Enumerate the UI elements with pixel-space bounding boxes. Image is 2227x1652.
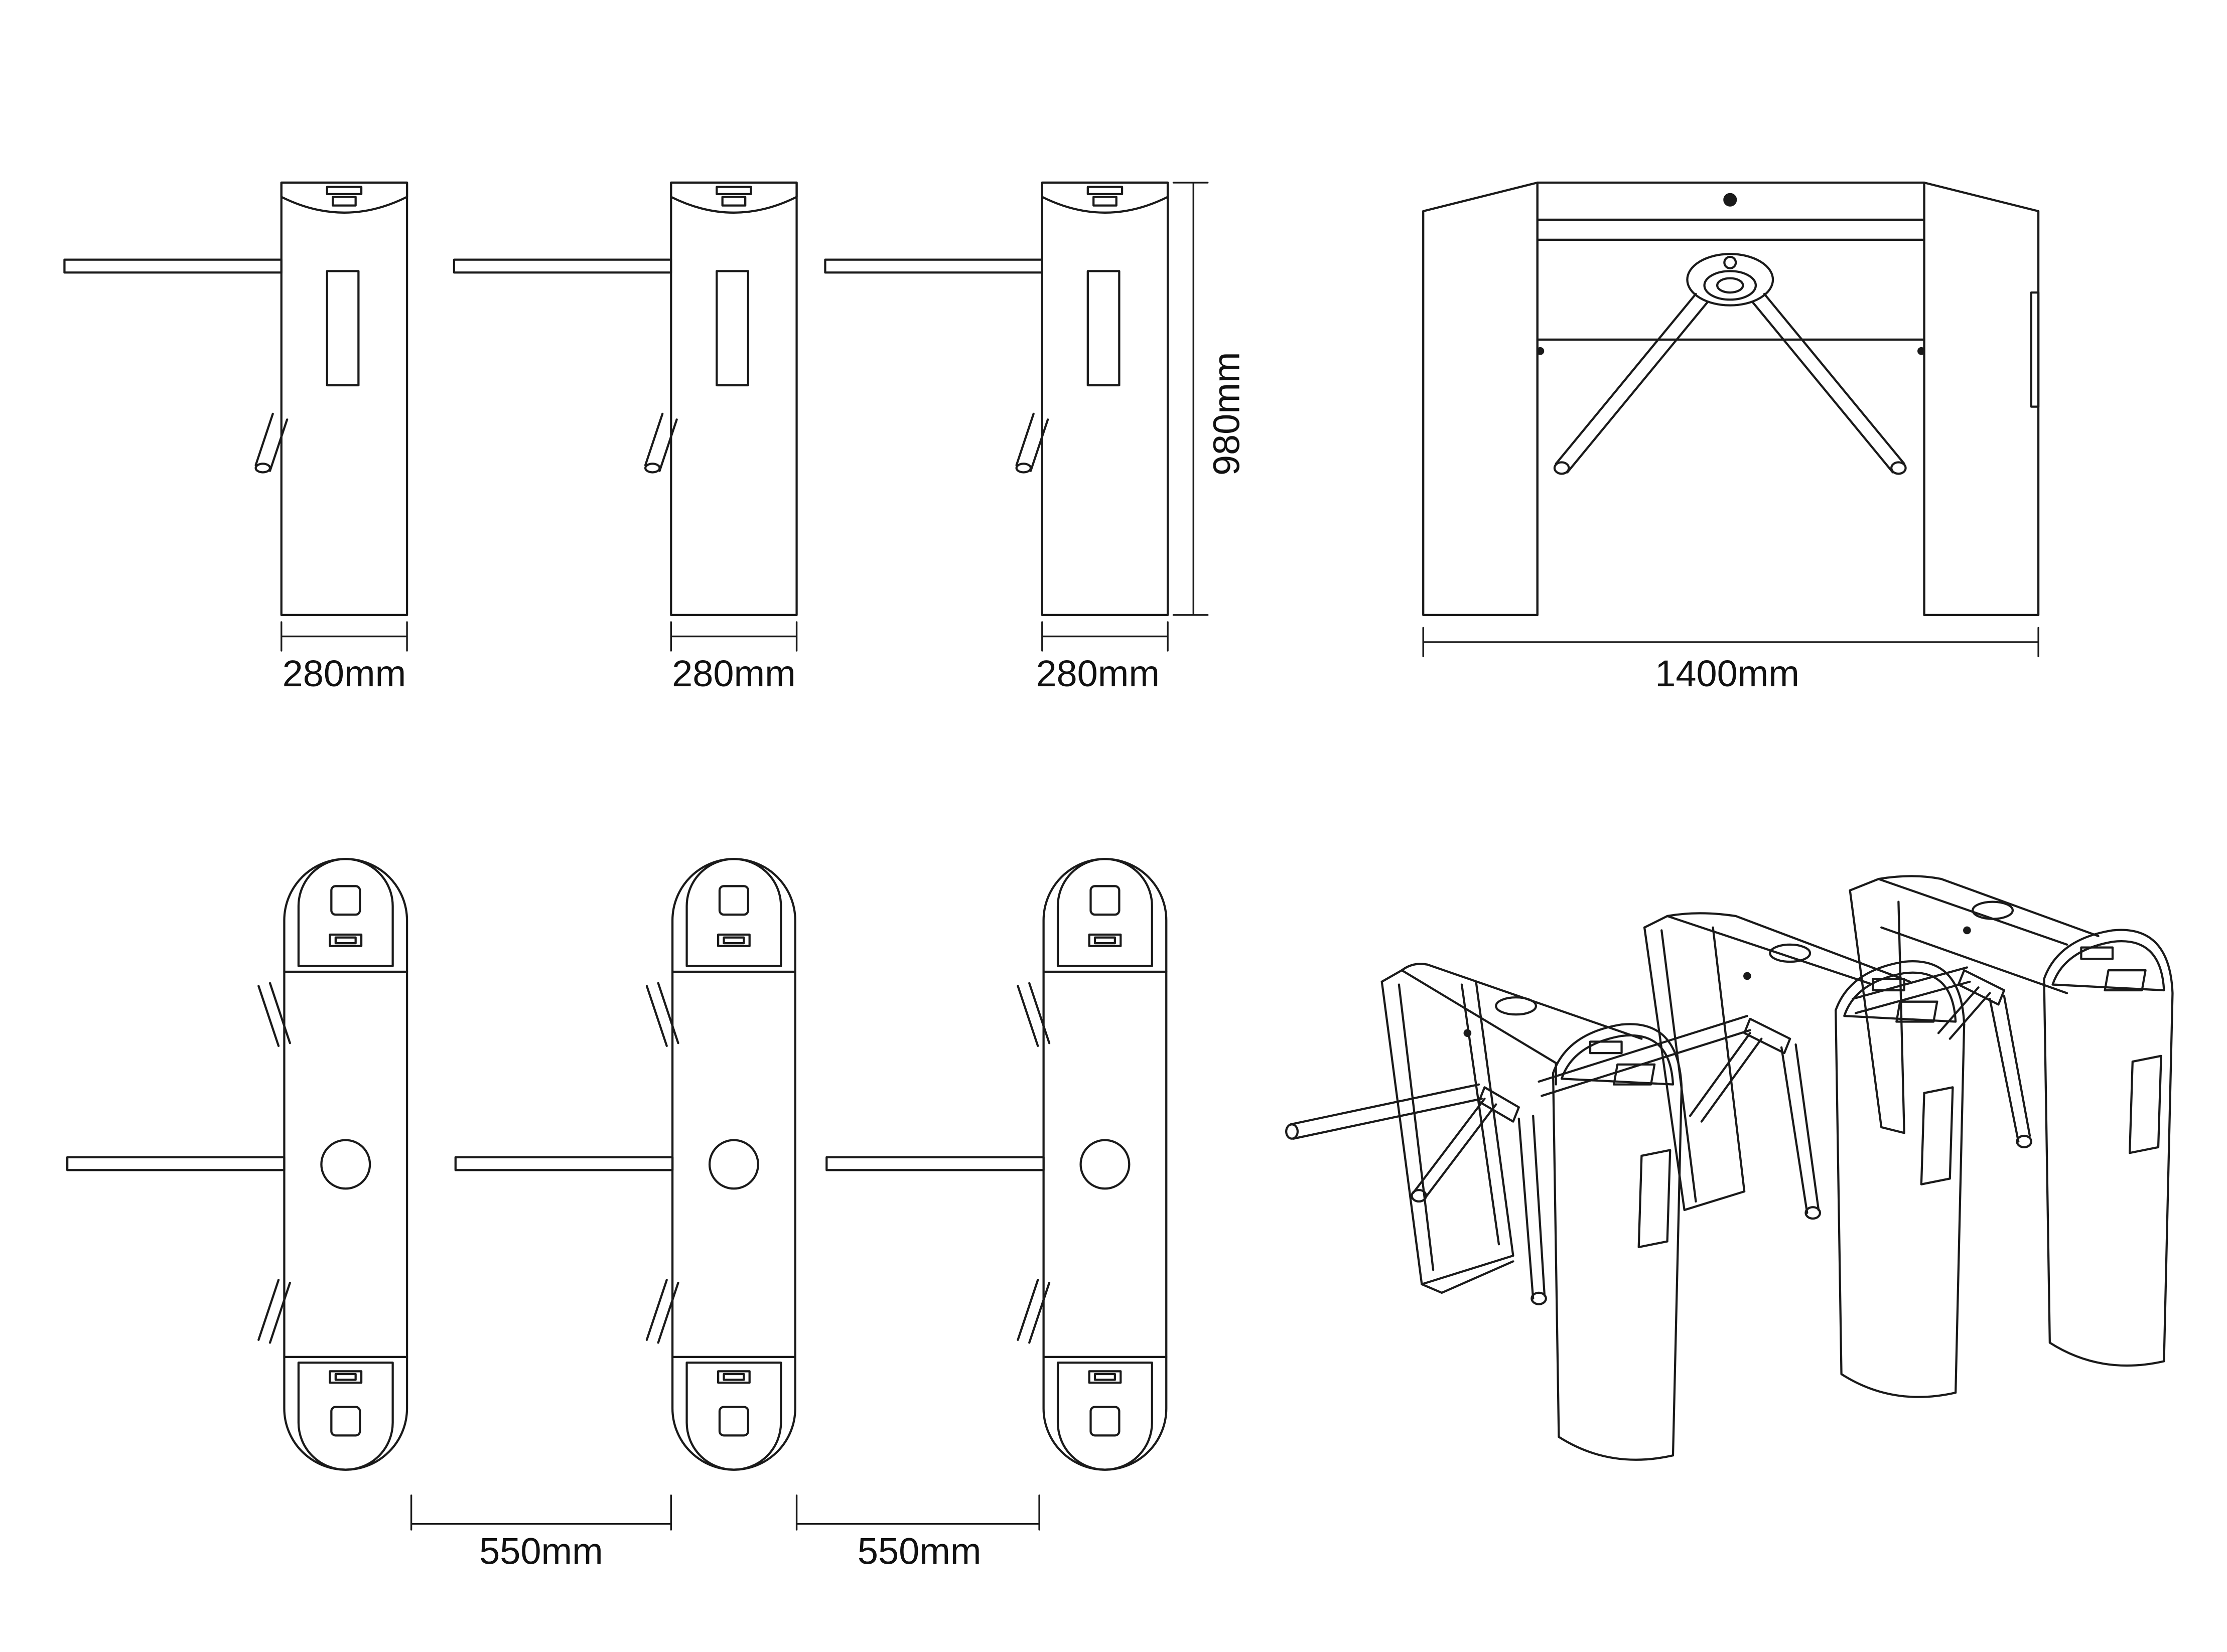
iso-pedestal-left xyxy=(1553,1024,1682,1459)
width-label-2: 280mm xyxy=(672,653,796,694)
span-dimension-line xyxy=(1422,627,2039,658)
height-label: 980mm xyxy=(1205,352,1247,476)
plan-unit-1 xyxy=(67,859,407,1469)
iso-tripod-arms xyxy=(1285,966,2033,1305)
plan-unit-3 xyxy=(826,859,1166,1469)
front-unit-1 xyxy=(64,183,407,615)
width-label-3: 280mm xyxy=(1036,653,1160,694)
top-plan-units xyxy=(67,859,1166,1469)
spacing-dimension-lines xyxy=(410,1494,1040,1531)
spacing-label-1: 550mm xyxy=(479,1530,603,1572)
iso-pedestal-right xyxy=(2044,930,2172,1366)
width-dimension-lines xyxy=(281,182,1209,652)
iso-frame-left xyxy=(1380,963,1643,1294)
front-elevation-units xyxy=(64,183,1168,615)
front-unit-2 xyxy=(454,183,797,615)
front-unit-3 xyxy=(825,183,1168,615)
side-elevation xyxy=(1422,181,2040,617)
plan-unit-2 xyxy=(456,859,795,1469)
iso-frame-middle xyxy=(1643,912,1911,1212)
iso-frame-right xyxy=(1849,875,2100,1134)
width-label-1: 280mm xyxy=(283,653,406,694)
span-label: 1400mm xyxy=(1655,653,1799,694)
isometric-view xyxy=(1285,875,2172,1459)
spacing-label-2: 550mm xyxy=(858,1530,982,1572)
